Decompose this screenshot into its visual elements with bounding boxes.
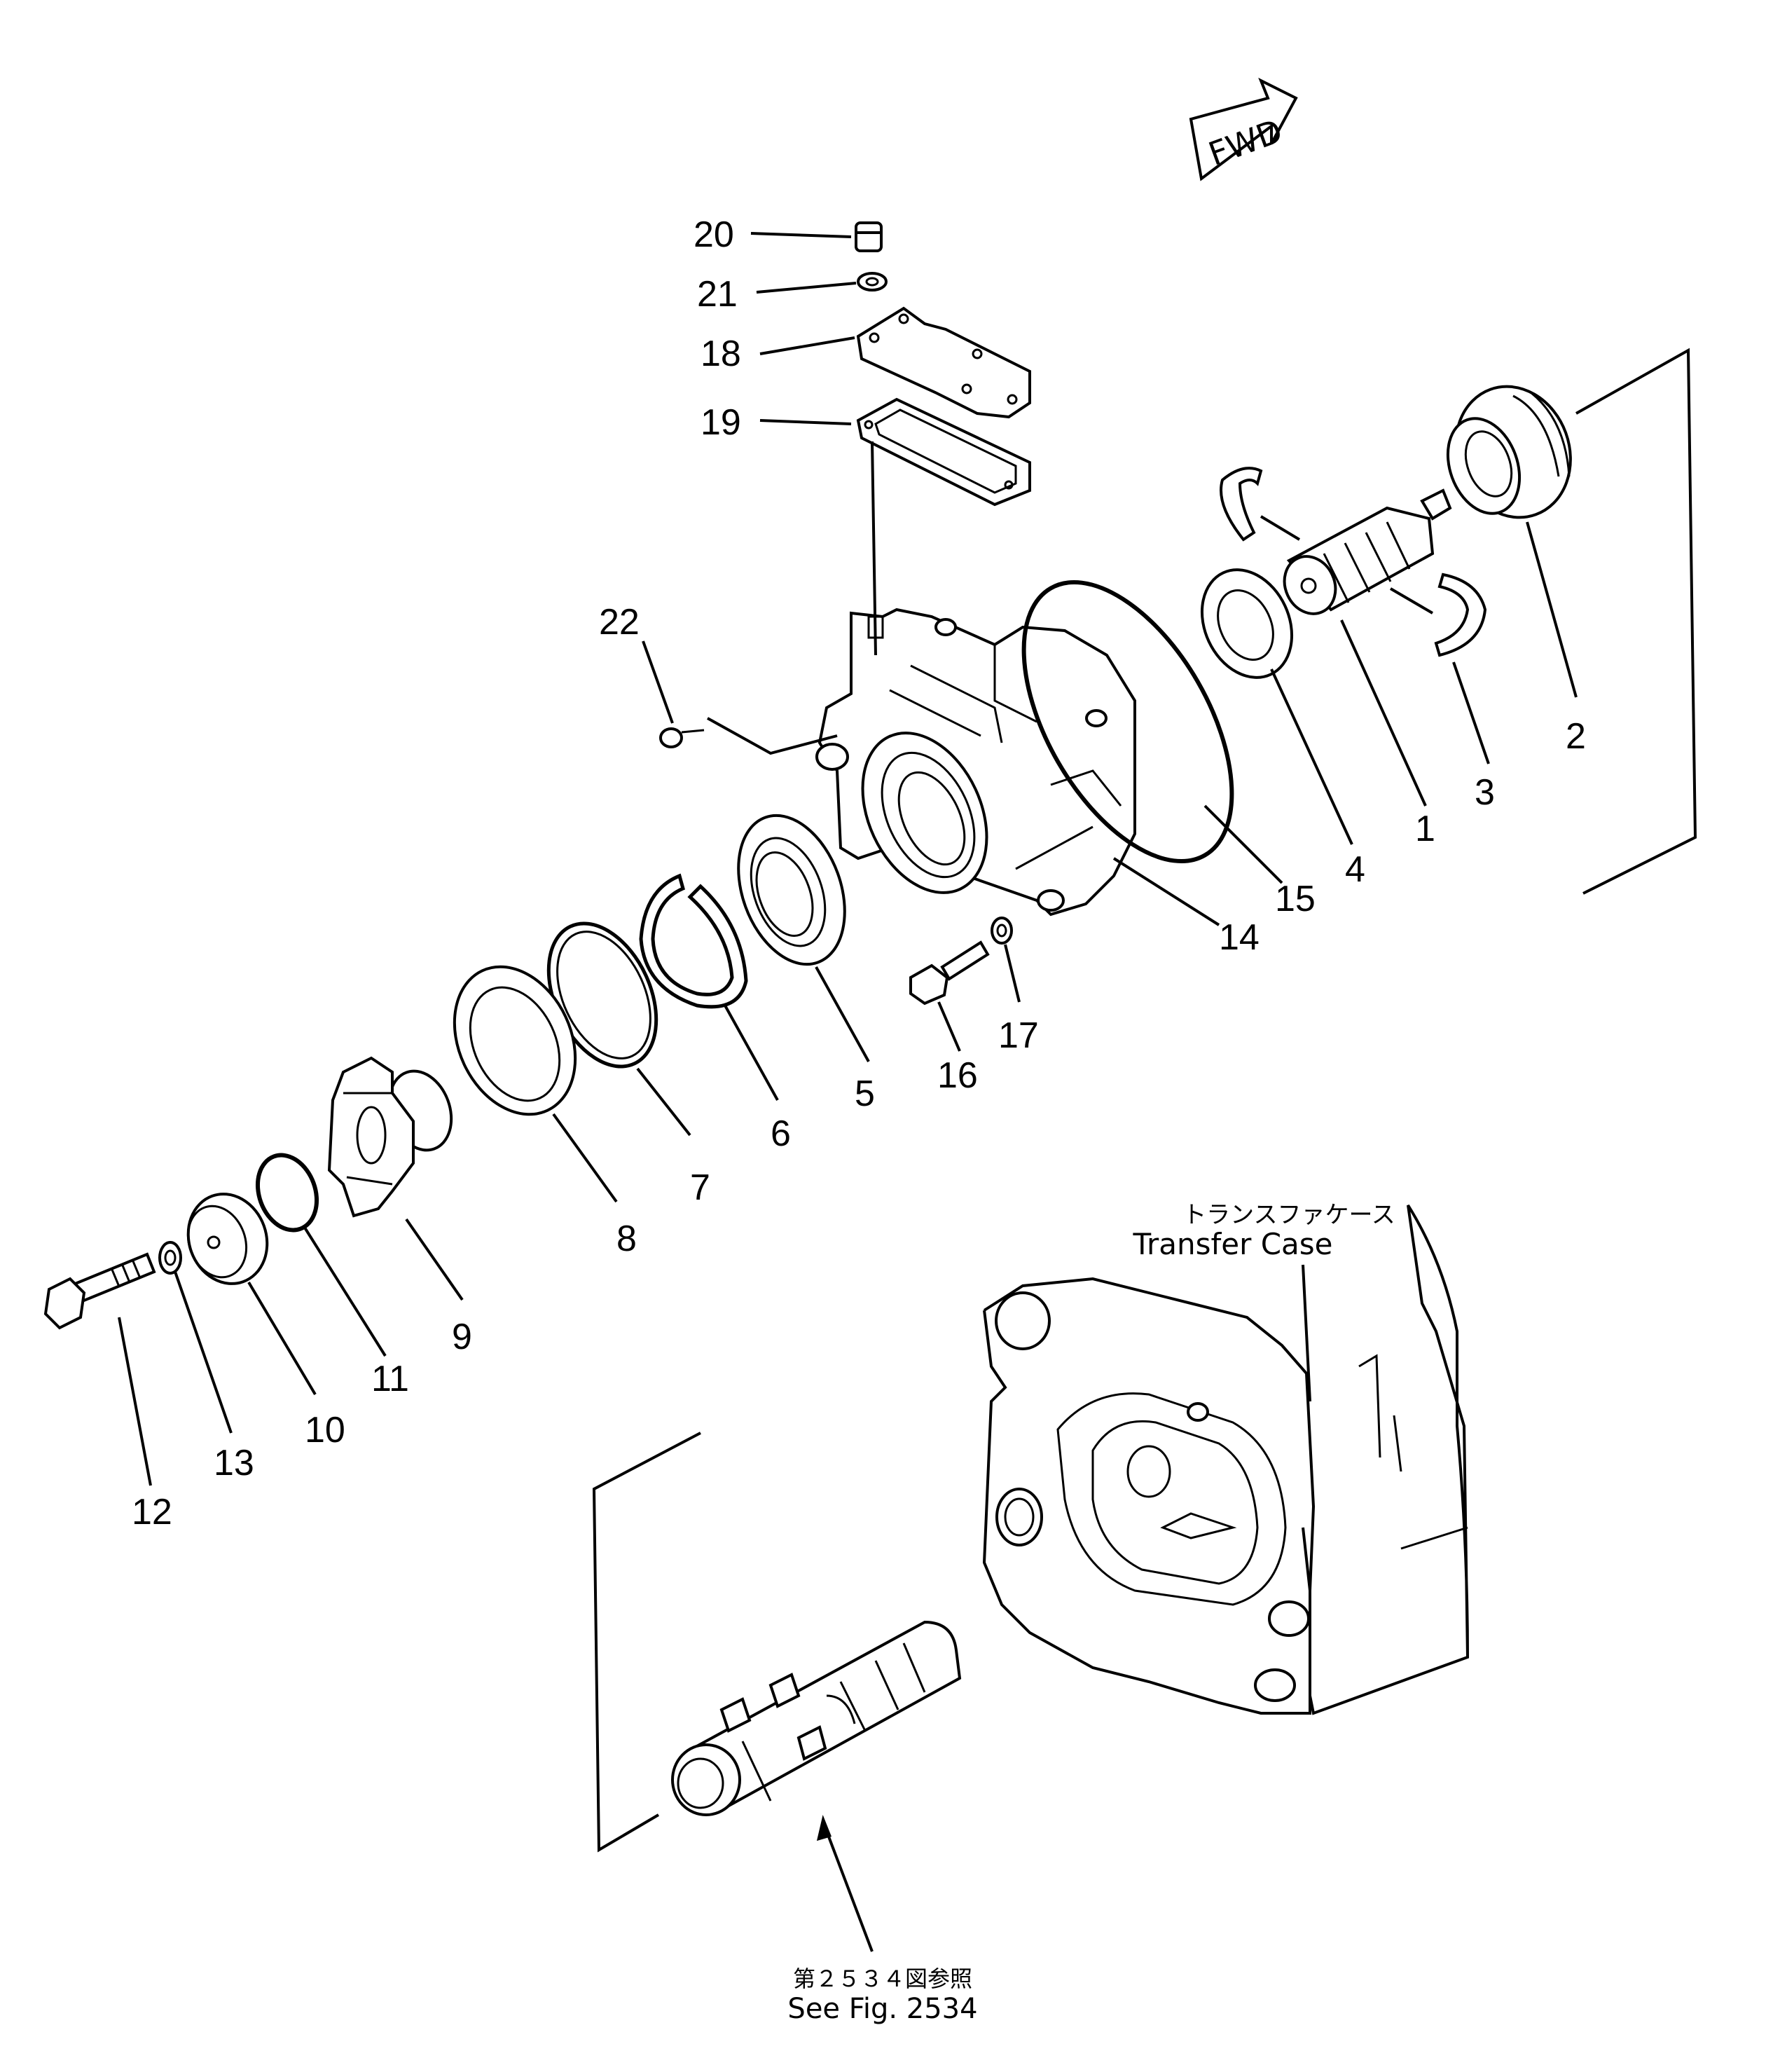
callout-8: 8 (616, 1219, 637, 1259)
part-4-seal (1200, 568, 1294, 679)
reference-label-en: See Fig. 2534 (787, 1993, 977, 2025)
callout-13: 13 (214, 1443, 254, 1483)
callout-7: 7 (690, 1167, 710, 1208)
ring-leader-lower (1389, 587, 1434, 615)
callout-21: 21 (697, 274, 738, 315)
callout-4: 4 (1345, 849, 1365, 890)
transfer-case-leader (1302, 1264, 1311, 1402)
part-3-ring-lower (1434, 572, 1487, 657)
part-19-gasket (856, 397, 1031, 507)
reference-leader (822, 1821, 874, 1952)
part-1-shaft (1283, 488, 1452, 615)
part-20-plug (855, 221, 883, 252)
callout-20: 20 (694, 214, 734, 255)
bracket-right (1575, 348, 1697, 895)
reference-label-jp: 第２５３４図参照 (793, 1965, 972, 1992)
part-13-washer (158, 1241, 182, 1275)
callout-18: 18 (701, 334, 741, 374)
callout-19: 19 (701, 402, 741, 443)
callout-12: 12 (132, 1492, 172, 1532)
ring-leader-upper (1260, 515, 1301, 541)
reference-shaft (671, 1620, 962, 1816)
callout-14: 14 (1219, 917, 1260, 958)
reference-arrow-icon (816, 1815, 832, 1841)
callout-2: 2 (1566, 716, 1586, 757)
callout-labels: 1 2 3 4 5 6 7 8 9 10 11 12 13 14 15 16 1… (132, 214, 1586, 1532)
callout-10: 10 (305, 1410, 345, 1450)
part-16-bolt (909, 940, 990, 1006)
part-22-plug (659, 717, 838, 755)
transfer-case-label-en: Transfer Case (1132, 1227, 1332, 1261)
part-12-bolt (43, 1252, 156, 1330)
part-3-ring-upper (1220, 467, 1263, 542)
fwd-arrow-icon: FWD (1189, 77, 1298, 181)
callout-leaders (118, 232, 1578, 1486)
callout-16: 16 (937, 1055, 978, 1096)
part-14-housing (815, 608, 1136, 917)
callout-11: 11 (371, 1359, 409, 1399)
part-15-o-ring (1021, 579, 1234, 864)
part-5-bearing (737, 814, 846, 966)
callout-1: 1 (1415, 809, 1435, 849)
transfer-case (982, 1204, 1470, 1715)
transfer-case-label-jp: トランスファケース (1182, 1201, 1395, 1229)
part-2-gear (1446, 385, 1572, 519)
bracket-left (592, 1432, 701, 1853)
callout-22: 22 (599, 602, 640, 643)
callout-15: 15 (1275, 879, 1316, 919)
callout-9: 9 (452, 1317, 472, 1357)
part-21-washer (857, 272, 888, 291)
part-9-coupling (327, 1056, 453, 1218)
part-10-cap (186, 1193, 269, 1285)
callout-5: 5 (855, 1073, 875, 1114)
part-6-snap-ring (639, 873, 748, 1009)
part-17-washer (991, 917, 1013, 945)
callout-3: 3 (1475, 772, 1495, 813)
part-18-cover-plate (856, 306, 1031, 419)
callout-6: 6 (771, 1113, 791, 1154)
part-11-o-ring (255, 1153, 319, 1233)
callout-17: 17 (998, 1015, 1039, 1056)
part-8-seal (453, 965, 577, 1116)
